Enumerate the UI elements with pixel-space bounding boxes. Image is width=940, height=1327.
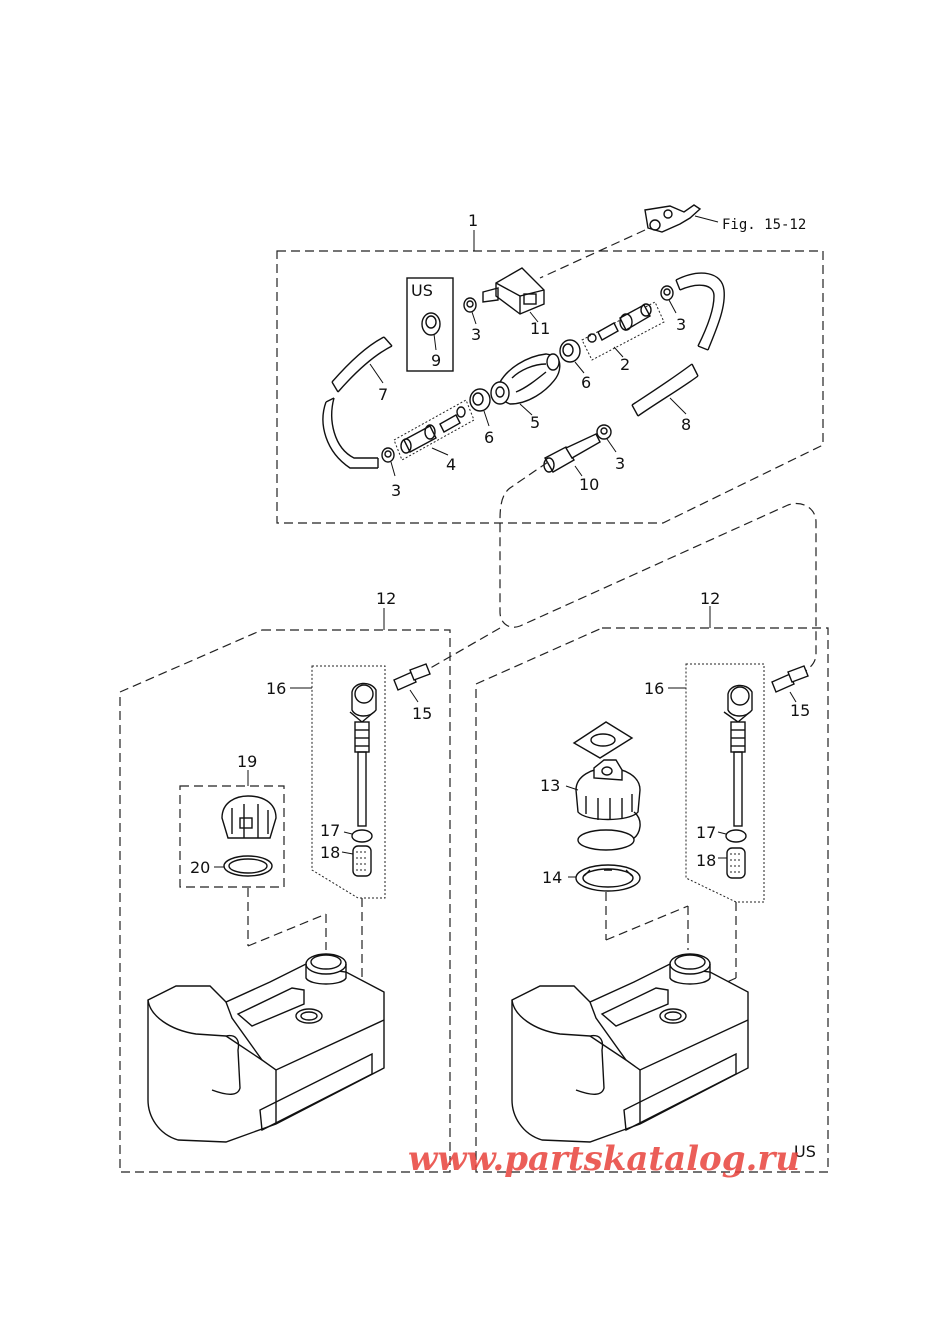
callout-9[interactable]: 9	[431, 351, 441, 370]
fuel-line-assembly: 1 Fig. 15-12 US 9 11	[276, 204, 824, 524]
right-tank-boundary	[475, 627, 829, 1173]
right-part-17-ring	[717, 829, 747, 843]
part-6-sleeve-a	[559, 339, 585, 374]
callout-13[interactable]: 13	[540, 776, 560, 795]
callout-5[interactable]: 5	[530, 413, 540, 432]
left-part-18-filter	[341, 845, 372, 877]
right-tank-assembly: 12 16 15 17	[475, 589, 829, 1173]
left-part-19-cap	[221, 795, 277, 839]
callout-15-b[interactable]: 15	[790, 701, 810, 720]
part-5-primer-bulb	[490, 353, 561, 416]
callout-7[interactable]: 7	[378, 385, 388, 404]
callout-1[interactable]: 1	[468, 211, 478, 230]
left-tank-boundary	[119, 629, 451, 1173]
part-3-clamp-a	[463, 297, 477, 325]
left-pickup-tube	[349, 682, 377, 827]
callout-18-a[interactable]: 18	[320, 843, 340, 862]
callout-19[interactable]: 19	[237, 752, 257, 771]
callout-17-a[interactable]: 17	[320, 821, 340, 840]
right-part-15-fitting	[771, 665, 809, 703]
left-part-20-gasket	[214, 855, 273, 877]
callout-6-b[interactable]: 6	[484, 428, 494, 447]
part-2-connector	[581, 301, 665, 361]
callout-3-c[interactable]: 3	[391, 481, 401, 500]
callout-3-b[interactable]: 3	[676, 315, 686, 334]
left-cap-box	[179, 785, 285, 888]
part-3-clamp-d	[596, 424, 617, 453]
part-9-grommet	[421, 312, 441, 351]
left-fuel-tank	[147, 953, 385, 1143]
callout-3-d[interactable]: 3	[615, 454, 625, 473]
callout-12-b[interactable]: 12	[700, 589, 720, 608]
callout-18-b[interactable]: 18	[696, 851, 716, 870]
callout-16-a[interactable]: 16	[266, 679, 286, 698]
callout-12-a[interactable]: 12	[376, 589, 396, 608]
left-part-15-fitting	[393, 663, 431, 703]
callout-17-b[interactable]: 17	[696, 823, 716, 842]
part-11-filter	[482, 267, 545, 323]
right-part-13-cap	[565, 759, 641, 851]
part-3-clamp-c	[381, 447, 396, 477]
right-part-14-ring	[568, 864, 641, 892]
part-4-connector	[393, 399, 475, 461]
callout-10[interactable]: 10	[579, 475, 599, 494]
callout-3-a[interactable]: 3	[471, 325, 481, 344]
tank-us-label: US	[794, 1142, 816, 1161]
fig-reference-label: Fig. 15-12	[722, 217, 806, 233]
left-pickup-box	[311, 665, 386, 899]
left-part-17-ring	[343, 829, 373, 843]
fuel-route-dashed	[419, 461, 817, 677]
callout-15-a[interactable]: 15	[412, 704, 432, 723]
left-tank-assembly: 12 16 15 17	[119, 589, 451, 1173]
us-variant-label: US	[411, 281, 433, 300]
callout-6-a[interactable]: 6	[581, 373, 591, 392]
callout-20[interactable]: 20	[190, 858, 210, 877]
right-pickup-tube	[723, 684, 753, 827]
fuel-line-assembly-boundary	[276, 250, 824, 524]
right-part-18-filter	[718, 847, 746, 879]
part-6-sleeve-b	[469, 388, 491, 427]
watermark: www.partskatalog.ru	[408, 1139, 800, 1179]
us-variant-box	[406, 277, 454, 372]
part-8-hose	[631, 272, 725, 417]
right-fuel-tank	[511, 953, 749, 1143]
callout-8[interactable]: 8	[681, 415, 691, 434]
callout-2[interactable]: 2	[620, 355, 630, 374]
part-7-hose	[322, 336, 393, 469]
callout-11[interactable]: 11	[530, 319, 550, 338]
part-3-clamp-b	[660, 285, 677, 314]
right-pickup-box	[685, 663, 765, 903]
callout-16-b[interactable]: 16	[644, 679, 664, 698]
right-decal	[572, 721, 634, 759]
callout-4[interactable]: 4	[446, 455, 456, 474]
fig-reference-connector	[539, 204, 719, 279]
callout-14[interactable]: 14	[542, 868, 562, 887]
part-10-connector	[543, 433, 601, 477]
